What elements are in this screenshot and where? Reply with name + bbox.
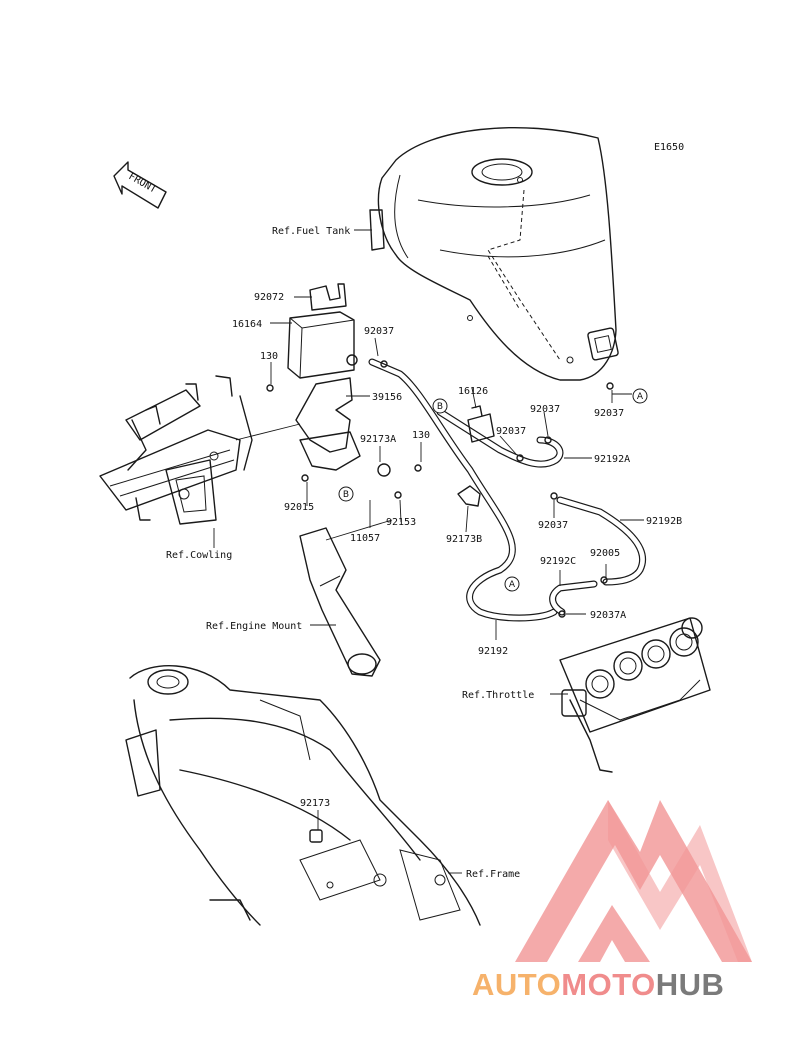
throttle-bodies-drawing [559, 617, 711, 773]
label-92037-tank: 92037 [594, 408, 624, 419]
label-92192b: 92192B [646, 516, 682, 527]
label-130-left: 130 [260, 351, 278, 362]
callout-b-bracket: B [338, 486, 354, 502]
callout-a-hose: A [504, 576, 520, 592]
hose-92192 [368, 358, 558, 622]
ref-throttle: Ref.Throttle [462, 690, 534, 701]
callout-b-hose: B [432, 398, 448, 414]
label-92173b: 92173B [446, 534, 482, 545]
callout-a-tank: A [632, 388, 648, 404]
svg-text:A: A [637, 392, 644, 402]
engine-mount-drawing [299, 519, 393, 677]
label-92037a: 92037A [590, 610, 626, 621]
label-92153: 92153 [386, 517, 416, 528]
part-labels: 92072 16164 92037 130 39156 92173A 130 9… [232, 292, 682, 809]
label-92192c: 92192C [540, 556, 576, 567]
label-16126: 16126 [458, 386, 488, 397]
front-arrow-icon: FRONT [113, 161, 167, 209]
label-92037-c: 92037 [496, 426, 526, 437]
label-92005: 92005 [590, 548, 620, 559]
valve-16126-drawing [467, 405, 495, 443]
clip-92173b-drawing [457, 485, 481, 507]
canister-drawing [266, 283, 422, 499]
hose-92192c [549, 580, 598, 616]
ref-cowling: Ref.Cowling [166, 550, 232, 561]
label-130-right: 130 [412, 430, 430, 441]
reference-labels: Ref.Fuel Tank Ref.Cowling Ref.Engine Mou… [166, 226, 534, 880]
watermark-auto: AUTO [472, 967, 561, 1002]
label-11057: 11057 [350, 533, 380, 544]
cowling-bracket-drawing [99, 375, 301, 525]
label-92037-d: 92037 [538, 520, 568, 531]
watermark-text: AUTOMOTOHUB [472, 967, 724, 1002]
leader-lines [213, 229, 644, 874]
label-92173a: 92173A [360, 434, 396, 445]
label-92037-b: 92037 [530, 404, 560, 415]
hose-clamps [380, 360, 614, 618]
label-92192: 92192 [478, 646, 508, 657]
label-92192a: 92192A [594, 454, 630, 465]
frame-drawing [125, 665, 481, 926]
hose-92192b [556, 496, 647, 586]
label-92173: 92173 [300, 798, 330, 809]
watermark-moto: MOTO [561, 967, 655, 1002]
label-16164: 16164 [232, 319, 262, 330]
watermark-hub: HUB [656, 967, 725, 1002]
watermark-logo-icon [515, 800, 752, 962]
label-92037-top: 92037 [364, 326, 394, 337]
fuel-tank-drawing [369, 127, 619, 381]
ref-frame: Ref.Frame [466, 869, 520, 880]
svg-text:B: B [343, 490, 349, 500]
label-39156: 39156 [372, 392, 402, 403]
svg-text:A: A [509, 580, 516, 590]
svg-text:B: B [437, 402, 443, 412]
ref-fuel-tank: Ref.Fuel Tank [272, 226, 350, 237]
label-92072: 92072 [254, 292, 284, 303]
label-92015: 92015 [284, 502, 314, 513]
ref-engine-mount: Ref.Engine Mount [206, 621, 302, 632]
diagram-code: E1650 [654, 142, 684, 153]
hose-92192a [436, 408, 564, 468]
